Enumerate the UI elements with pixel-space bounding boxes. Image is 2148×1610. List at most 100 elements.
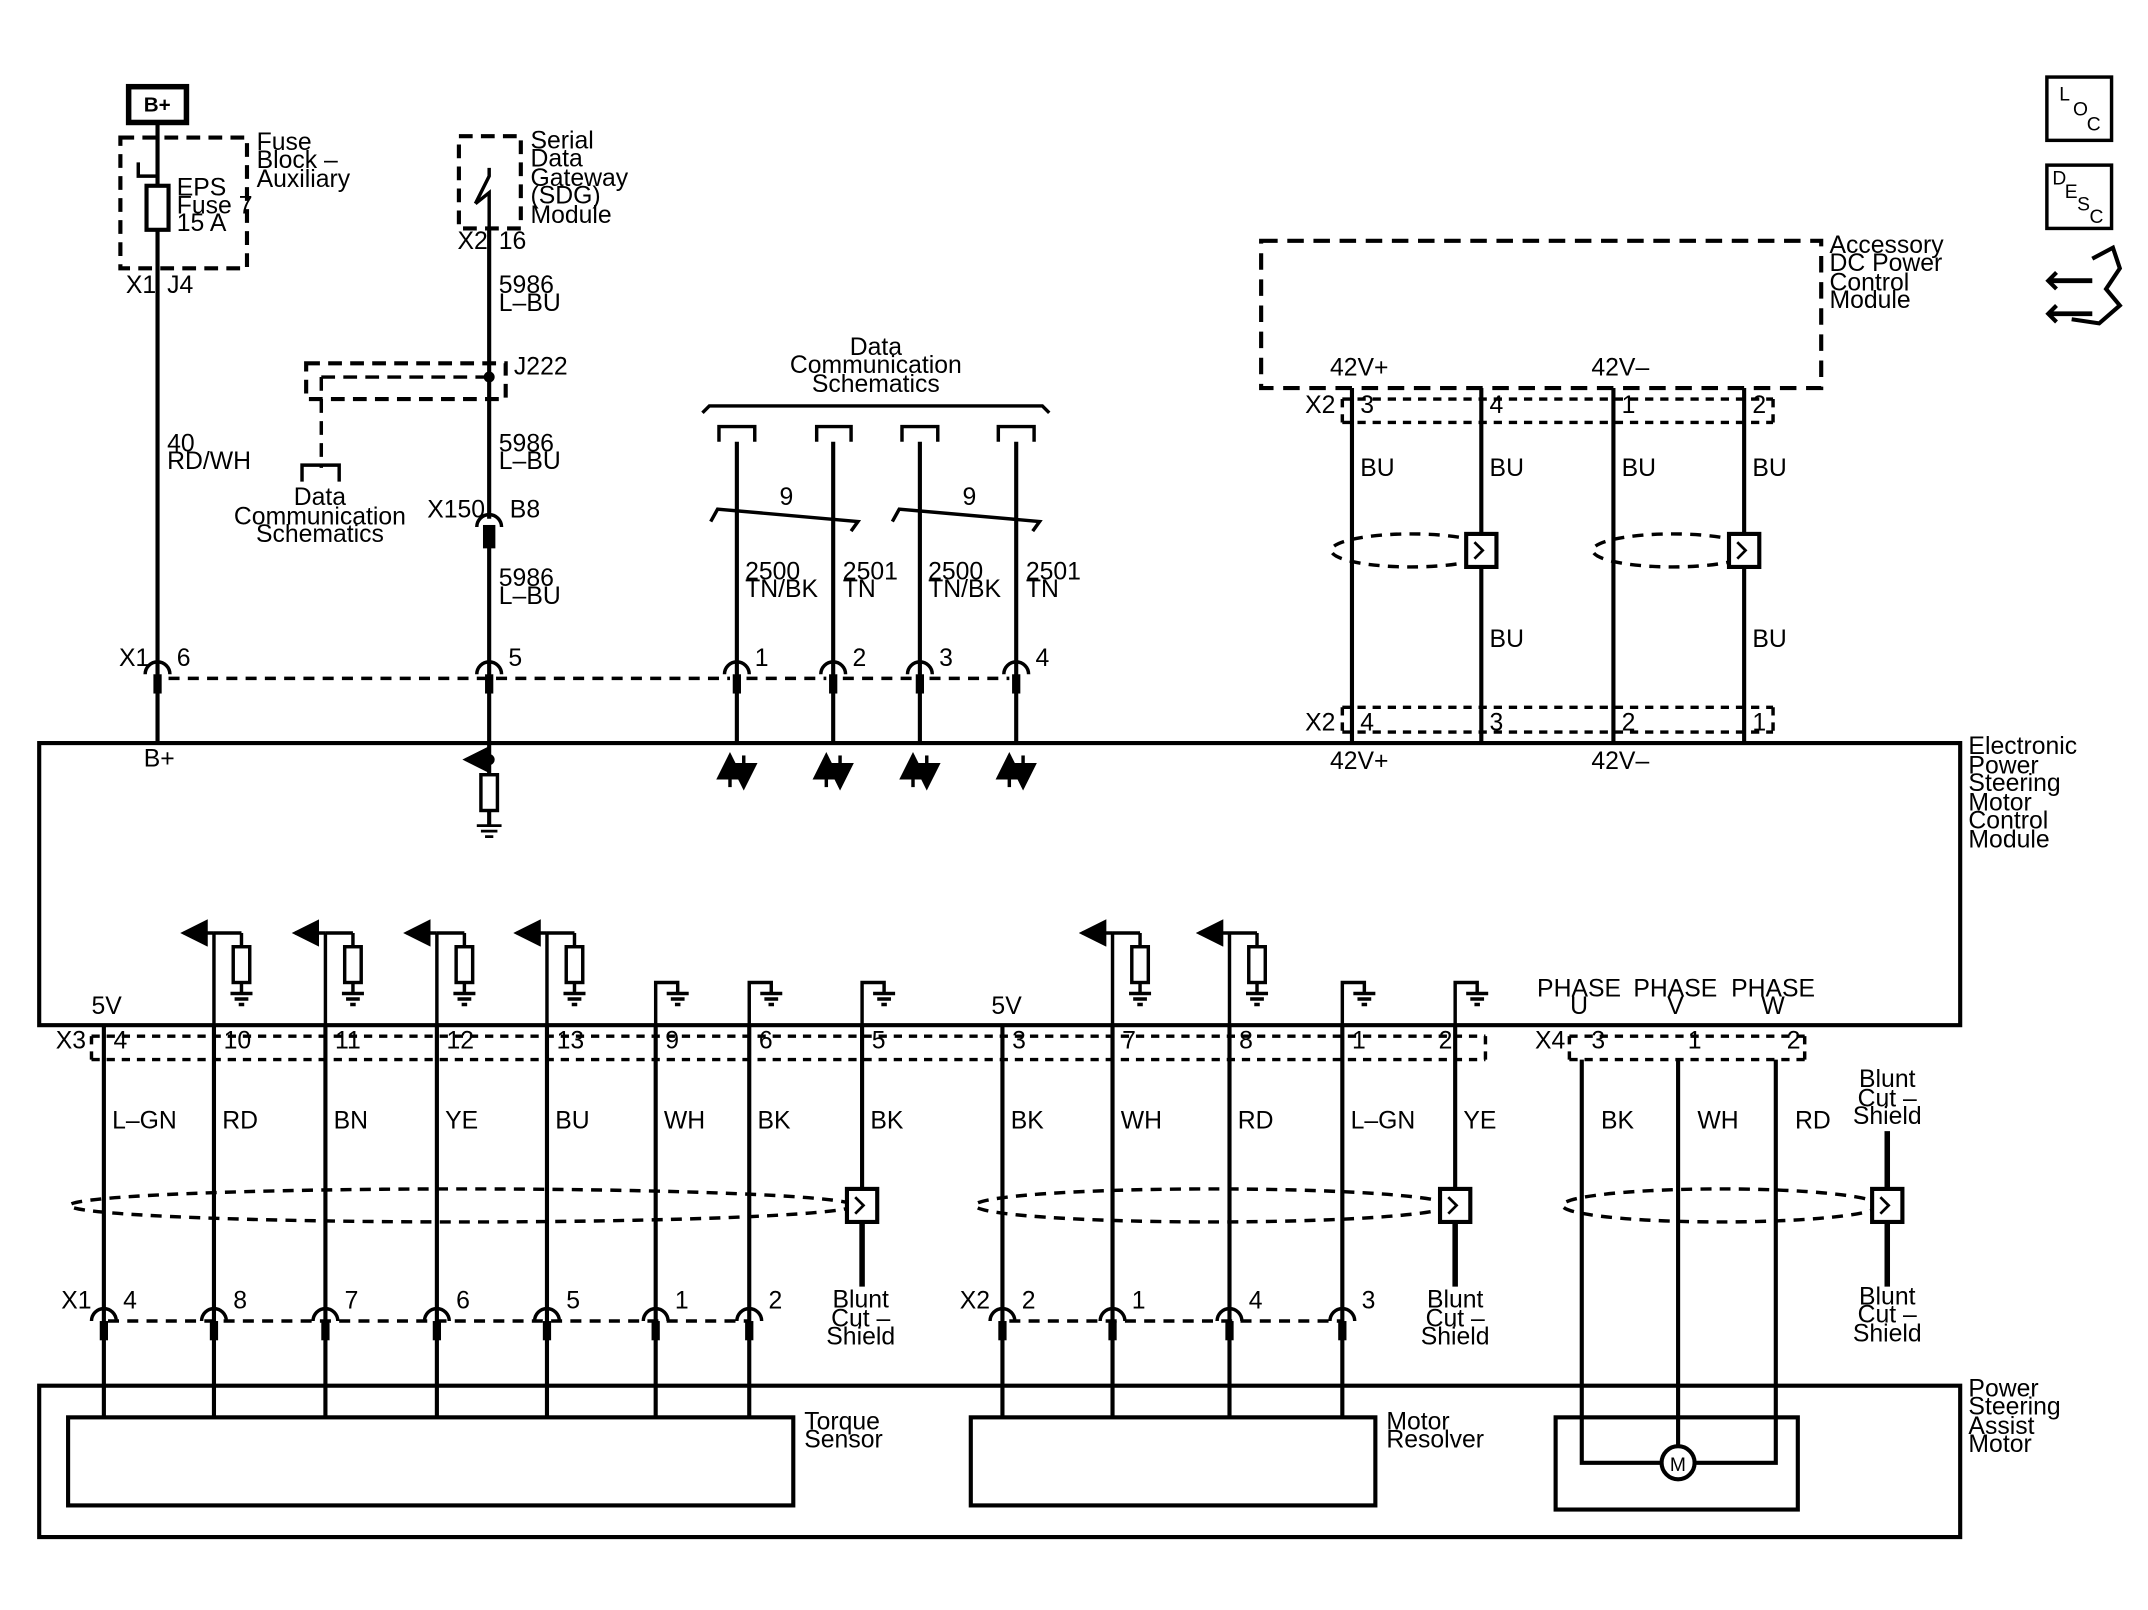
svg-text:Resolver: Resolver xyxy=(1386,1427,1484,1454)
blunt-cut-resolver-label: Blunt Cut – Shield xyxy=(1421,1286,1490,1350)
connector-hand-icon[interactable] xyxy=(2045,244,2123,326)
svg-text:Motor: Motor xyxy=(1968,1431,2031,1458)
ground-line xyxy=(653,980,680,1026)
data-wire-num: 2500 xyxy=(928,558,983,585)
epsmcm-bplus-label: B+ xyxy=(144,745,175,772)
ground-icon xyxy=(230,991,253,1007)
wire-color: RD xyxy=(1795,1107,1831,1134)
fivev-left-label: 5V xyxy=(91,993,122,1020)
connector-pin xyxy=(89,1306,118,1322)
accessory-pin: 4 xyxy=(1490,392,1504,419)
data-wire-color: TN xyxy=(1026,576,1059,603)
resistor-symbol xyxy=(564,945,585,985)
x3-pin: 8 xyxy=(1239,1028,1253,1055)
svg-text:Motor: Motor xyxy=(1968,790,2031,817)
ground-icon xyxy=(453,991,476,1007)
wire-color: BU xyxy=(555,1107,589,1134)
ground-line xyxy=(860,980,886,1026)
x3-pin: 13 xyxy=(557,1028,585,1055)
connector-pin xyxy=(1098,1306,1127,1322)
svg-text:Gateway: Gateway xyxy=(530,165,628,192)
x4-pin: 2 xyxy=(1787,1028,1801,1055)
torque-pin: 2 xyxy=(769,1288,783,1315)
svg-text:Assist: Assist xyxy=(1968,1413,2034,1440)
x150-pin: B8 xyxy=(510,496,540,523)
svg-text:E: E xyxy=(2065,182,2078,203)
wire-color: BU xyxy=(1752,455,1786,482)
sdg-label: Serial Data Gateway (SDG) Module xyxy=(530,128,628,229)
motor-m-label: M xyxy=(1670,1455,1686,1476)
connector-pin xyxy=(735,1306,764,1322)
wire-40-num: 40 xyxy=(167,430,195,457)
ground-line xyxy=(1340,980,1367,1026)
x3-pin: 3 xyxy=(1012,1028,1026,1055)
epsmcm-box xyxy=(37,741,1963,1028)
svg-text:Blunt: Blunt xyxy=(1859,1066,1916,1093)
epsmcm-x2-pin: 3 xyxy=(1490,710,1504,737)
loc-button[interactable] xyxy=(2045,75,2114,143)
data-wire-pin: 2 xyxy=(852,645,866,672)
torque-pin: 4 xyxy=(123,1288,137,1315)
assist-motor-label: Power Steering Assist Motor xyxy=(1968,1376,2060,1458)
fuse-block-outline xyxy=(118,135,250,271)
wire-color: BK xyxy=(870,1107,904,1134)
connector-pin xyxy=(422,1306,451,1322)
x150-connector: X150 xyxy=(427,496,485,523)
shield-arrow xyxy=(854,1196,866,1215)
epsmcm-x2-connector: X2 xyxy=(1305,710,1335,737)
loc-label: L O C xyxy=(2059,84,2101,135)
svg-text:Cut –: Cut – xyxy=(831,1306,890,1333)
accessory-pos-label: 42V+ xyxy=(1330,355,1389,382)
shield-arrow xyxy=(1879,1196,1891,1215)
accessory-pin: 3 xyxy=(1360,392,1374,419)
connector-pin xyxy=(532,1306,562,1322)
accessory-pin: 1 xyxy=(1622,392,1636,419)
ground-line xyxy=(747,980,773,1026)
blunt-cut-upper-label: Blunt Cut – Shield xyxy=(1853,1066,1922,1130)
svg-text:Shield: Shield xyxy=(1853,1103,1922,1130)
data-wire-color: TN/BK xyxy=(745,576,818,603)
desc-button[interactable] xyxy=(2045,163,2114,231)
svg-text:Schematics: Schematics xyxy=(812,371,940,398)
accessory-module-label: Accessory DC Power Control Module xyxy=(1829,232,1944,314)
fuse-connector: X1 xyxy=(126,272,156,299)
fuse-pin: J4 xyxy=(167,272,193,299)
connector-terminal xyxy=(1108,1321,1117,1341)
resistor-symbol xyxy=(1130,945,1151,985)
motor-symbol xyxy=(1659,1444,1697,1482)
b-plus-label: B+ xyxy=(144,93,171,116)
svg-text:Motor: Motor xyxy=(1386,1409,1449,1436)
accessory-pin: 2 xyxy=(1752,392,1766,419)
resolver-pin: 4 xyxy=(1249,1288,1263,1315)
wire-color: BN xyxy=(334,1107,368,1134)
data-comm-left-label: Data Communication Schematics xyxy=(234,484,406,548)
svg-text:Cut –: Cut – xyxy=(1858,1301,1917,1328)
resistor-symbol xyxy=(342,945,363,985)
svg-text:(SDG): (SDG) xyxy=(530,183,600,210)
wire-color: YE xyxy=(445,1107,478,1134)
sdg-connector: X2 xyxy=(458,228,488,255)
wire-color: BU xyxy=(1360,455,1394,482)
svg-text:C: C xyxy=(2090,207,2104,228)
svg-text:Cut –: Cut – xyxy=(1426,1306,1485,1333)
wire-5986-color-1: L–BU xyxy=(499,290,561,317)
resistor-symbol xyxy=(1247,945,1267,985)
connector-terminal xyxy=(998,1321,1007,1341)
connector-terminal xyxy=(651,1321,660,1341)
connector-pin xyxy=(988,1306,1017,1322)
splice-j222-outline xyxy=(304,361,508,402)
wire-color: WH xyxy=(664,1107,705,1134)
svg-text:Steering: Steering xyxy=(1968,770,2060,797)
connector-pin xyxy=(1215,1306,1244,1322)
svg-text:Module: Module xyxy=(530,202,611,229)
ground-icon xyxy=(1353,991,1376,1007)
svg-text:Shield: Shield xyxy=(826,1323,895,1350)
svg-text:Schematics: Schematics xyxy=(256,521,384,548)
resistor-symbol xyxy=(454,945,475,985)
connector-pin xyxy=(1328,1306,1357,1322)
svg-text:DC Power: DC Power xyxy=(1829,250,1942,277)
x3-pin: 4 xyxy=(114,1028,128,1055)
svg-text:Module: Module xyxy=(1968,827,2049,854)
